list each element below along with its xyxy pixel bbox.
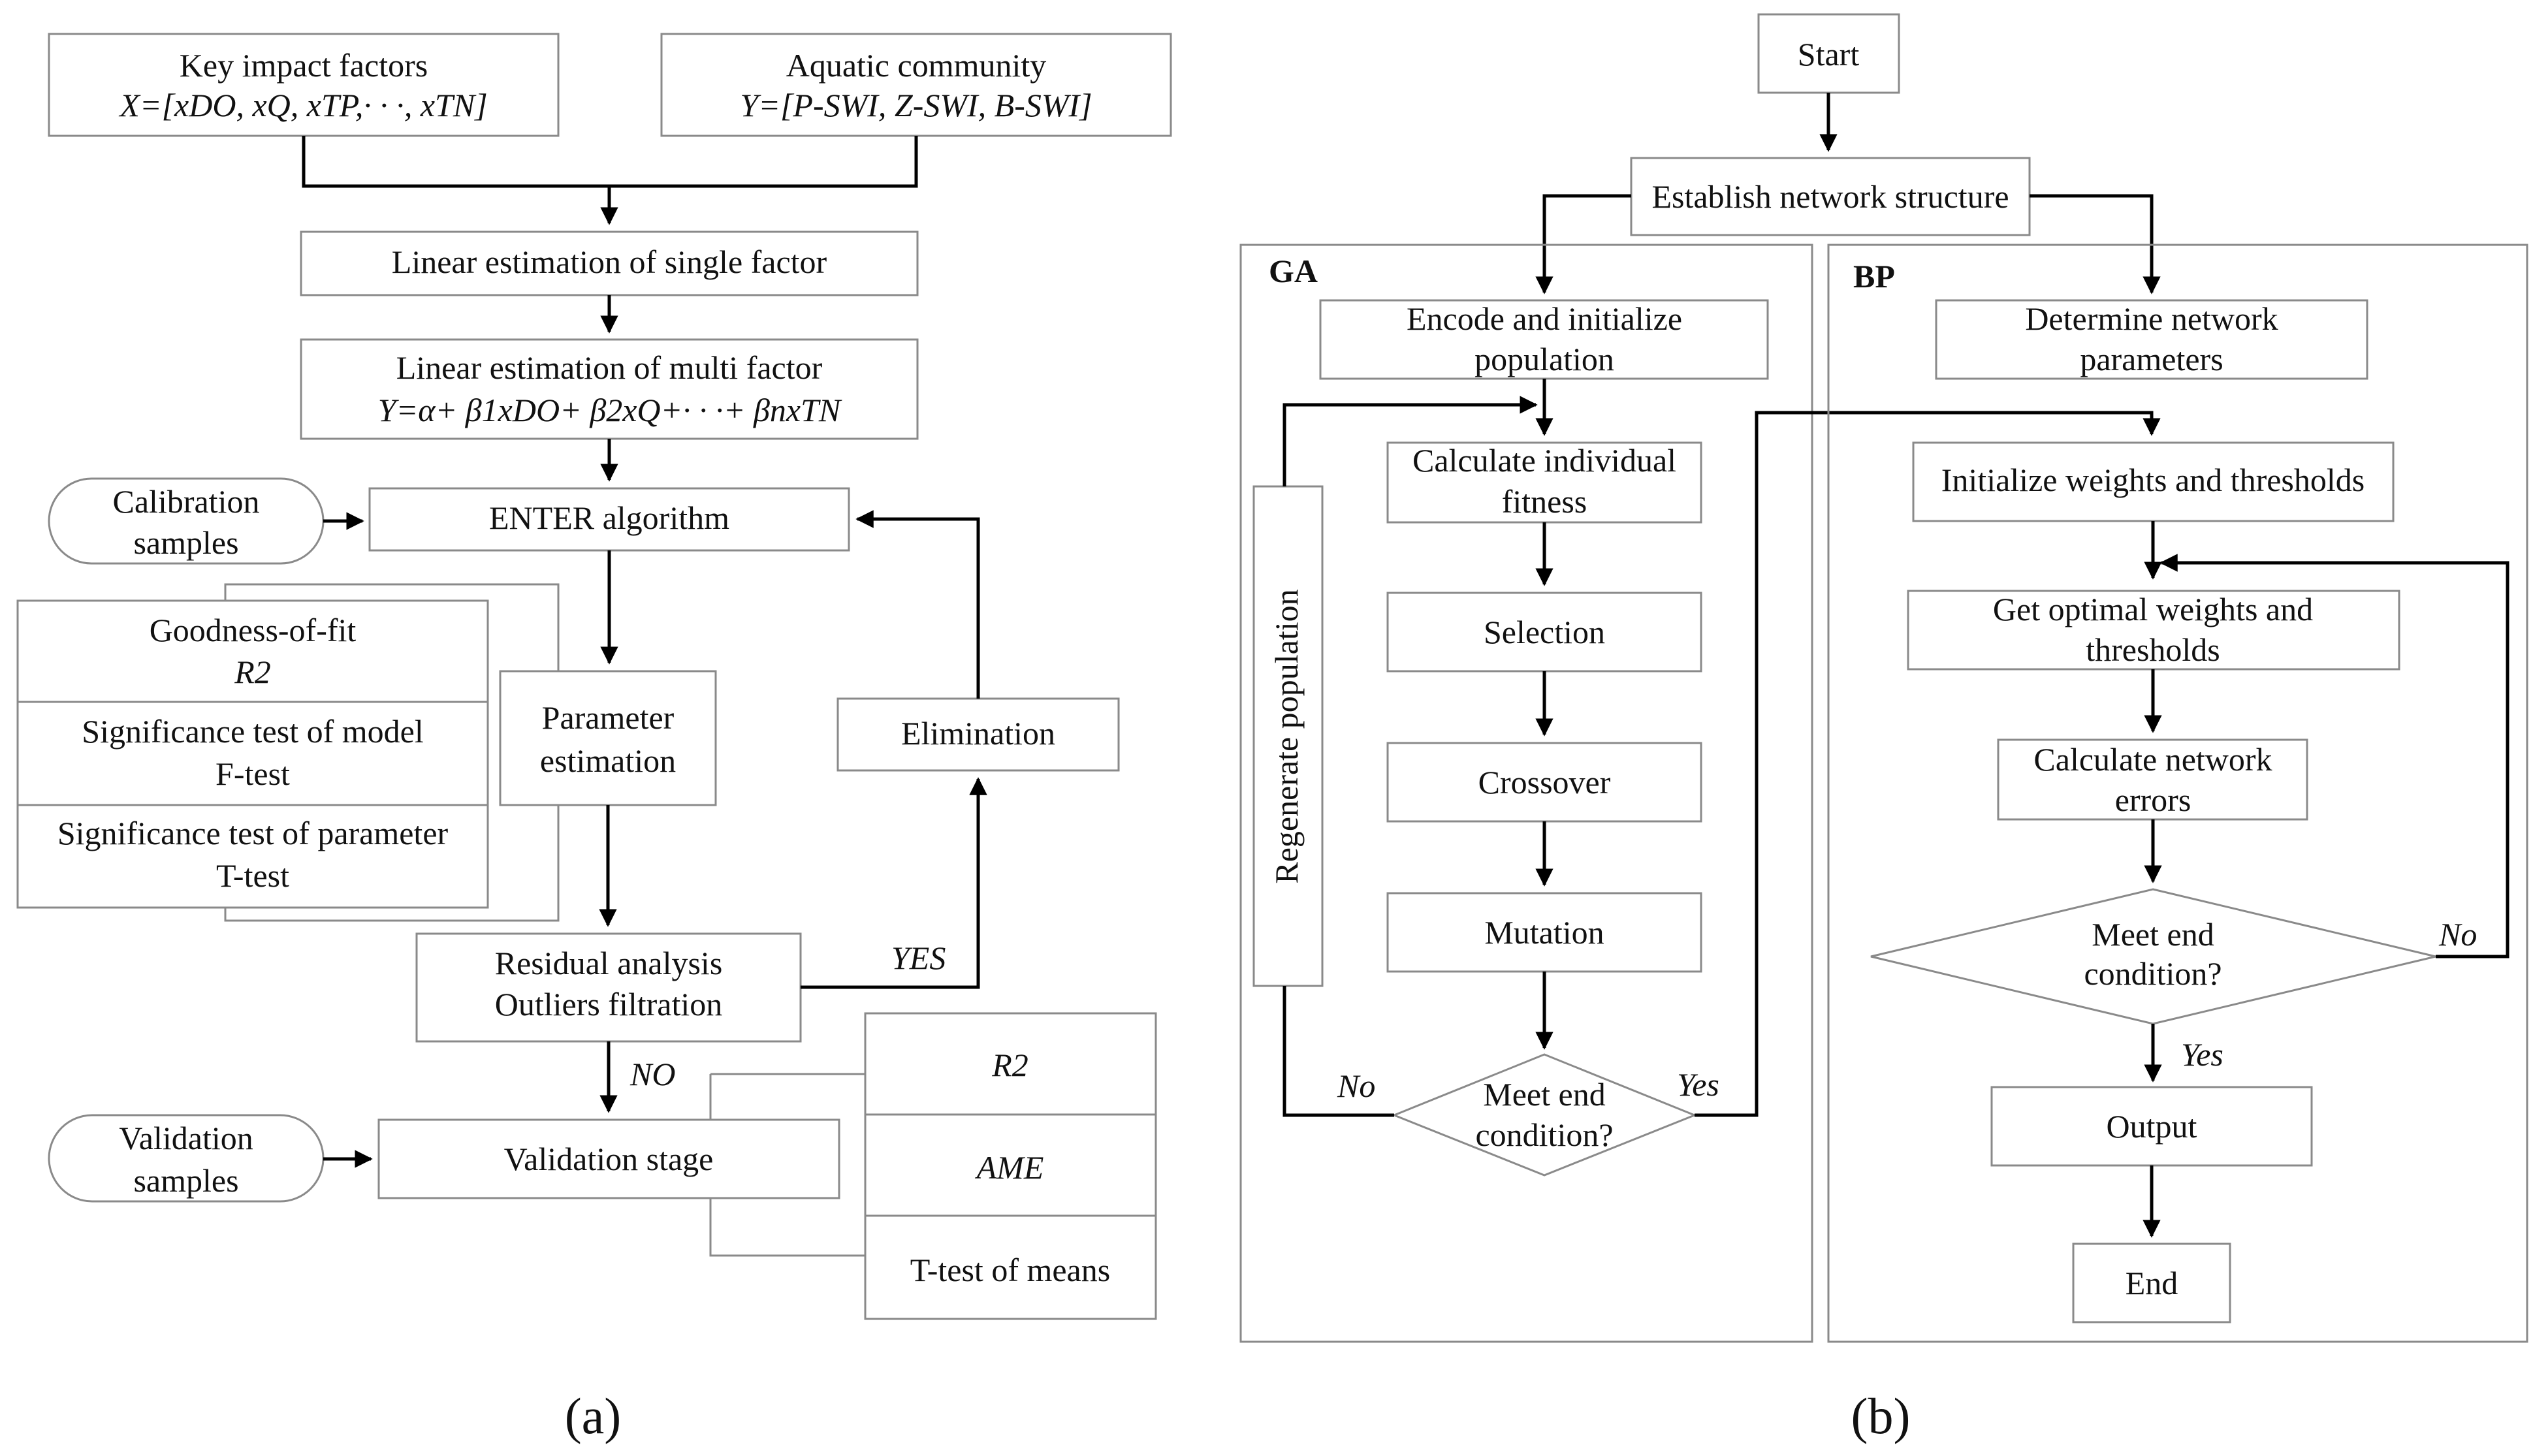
arrow-elimination-to-enter	[855, 510, 980, 699]
caption-a: (a)	[565, 1387, 622, 1444]
sig-model-label: Significance test of model	[82, 713, 423, 750]
initialize-weights-label: Initialize weights and thresholds	[1941, 462, 2365, 498]
key-factors-title: Key impact factors	[180, 47, 428, 84]
enter-algorithm-label: ENTER algorithm	[489, 499, 729, 536]
multi-factor-title: Linear estimation of multi factor	[396, 349, 823, 386]
determine-line2: parameters	[2080, 341, 2223, 377]
calibration-line1: Calibration	[113, 483, 260, 520]
aquatic-title: Aquatic community	[786, 47, 1047, 84]
start-label: Start	[1798, 36, 1860, 72]
bp-decision-line2: condition?	[2084, 955, 2222, 992]
single-factor-label: Linear estimation of single factor	[392, 244, 827, 280]
regenerate-population-box	[1252, 485, 1324, 987]
bp-label: BP	[1853, 258, 1895, 294]
regenerate-label: Regenerate population	[1268, 589, 1305, 883]
crossover-label: Crossover	[1478, 764, 1611, 800]
crossover-box	[1386, 742, 1702, 823]
validation-samples-line2: samples	[133, 1162, 238, 1199]
r2-label: R2	[234, 654, 271, 690]
enter-algorithm-box	[368, 487, 850, 552]
ga-label: GA	[1269, 253, 1318, 289]
metric-ttest-means-label: T-test of means	[910, 1252, 1110, 1288]
ga-no-loop-top	[1282, 396, 1538, 486]
output-label: Output	[2107, 1108, 2197, 1145]
bp-no-label: No	[2438, 916, 2477, 953]
bp-no-loop	[2159, 554, 2509, 958]
validation-stage-label: Validation stage	[504, 1141, 714, 1177]
arrow-to-ga	[1535, 194, 1631, 294]
errors-line2: errors	[2115, 782, 2191, 818]
residual-line1: Residual analysis	[495, 945, 723, 981]
network-errors-box	[1997, 738, 2308, 821]
optimal-weights-box	[1907, 590, 2400, 671]
errors-line1: Calculate network	[2033, 741, 2272, 778]
metric-ame-label: AME	[975, 1149, 1044, 1186]
parameter-line2: estimation	[540, 742, 676, 779]
validation-samples-line1: Validation	[119, 1120, 253, 1156]
establish-label: Establish network structure	[1651, 178, 2009, 215]
panel-b: Start Establish network structure GA Enc…	[1239, 13, 2528, 1444]
sig-param-label: Significance test of parameter	[57, 815, 449, 851]
optimal-line1: Get optimal weights and	[1993, 591, 2313, 627]
panel-a: Key impact factors X=[xDO, xQ, xTP,· · ·…	[16, 33, 1172, 1444]
determine-parameters-box	[1935, 299, 2368, 380]
residual-analysis-box	[415, 932, 802, 1043]
bp-decision-line1: Meet end	[2092, 916, 2214, 953]
bp-yes-label: Yes	[2181, 1036, 2223, 1073]
no-label: NO	[629, 1056, 675, 1092]
residual-line2: Outliers filtration	[495, 986, 723, 1022]
establish-structure-box	[1630, 157, 2031, 236]
encode-line2: population	[1474, 341, 1614, 377]
end-box	[2072, 1242, 2231, 1323]
ftest-label: F-test	[215, 755, 290, 792]
ga-decision-line2: condition?	[1475, 1116, 1613, 1153]
ga-no-loop-bottom	[1282, 986, 1394, 1117]
calibration-line2: samples	[133, 524, 238, 561]
elimination-label: Elimination	[901, 715, 1055, 752]
output-box	[1990, 1086, 2313, 1167]
ga-decision-line1: Meet end	[1483, 1076, 1605, 1113]
caption-b: (b)	[1851, 1387, 1911, 1444]
key-factors-vector: X=[xDO, xQ, xTP,· · ·, xTN]	[118, 87, 487, 123]
yes-label: YES	[891, 940, 946, 976]
key-impact-factors-box	[48, 33, 560, 137]
fitness-line1: Calculate individual	[1412, 442, 1676, 479]
selection-label: Selection	[1484, 614, 1605, 650]
arrow-yes-to-elimination	[801, 777, 987, 989]
aquatic-vector: Y=[P-SWI, Z-SWI, B-SWI]	[740, 87, 1092, 123]
bp-frame	[1827, 244, 2528, 1343]
encode-box	[1319, 299, 1769, 380]
merge-connector	[302, 136, 918, 188]
initialize-weights-box	[1912, 441, 2395, 522]
mutation-box	[1386, 892, 1702, 973]
optimal-line2: thresholds	[2086, 631, 2220, 668]
end-label: End	[2126, 1265, 2178, 1301]
ga-decision-diamond	[1391, 1053, 1698, 1177]
start-box	[1757, 13, 1900, 94]
multi-factor-box	[300, 338, 919, 440]
ga-no-label: No	[1337, 1068, 1375, 1104]
ga-yes-to-bp	[1695, 411, 2161, 1117]
ttest-label: T-test	[216, 857, 289, 894]
validation-stage-box	[377, 1118, 840, 1199]
metric-r2-label: R2	[991, 1047, 1028, 1083]
goodness-of-fit-label: Goodness-of-fit	[150, 612, 357, 648]
selection-box	[1386, 592, 1702, 673]
aquatic-community-box	[660, 33, 1172, 137]
fitness-line2: fitness	[1502, 483, 1587, 520]
ga-yes-label: Yes	[1677, 1066, 1719, 1103]
mutation-label: Mutation	[1484, 914, 1604, 951]
tests-table	[16, 599, 489, 909]
determine-line1: Determine network	[2025, 300, 2278, 337]
parameter-estimation-box	[499, 670, 717, 806]
parameter-line1: Parameter	[542, 699, 675, 736]
ga-frame	[1239, 244, 1813, 1343]
metrics-table	[864, 1012, 1157, 1320]
arrow-to-bp	[2030, 194, 2161, 294]
encode-line1: Encode and initialize	[1407, 300, 1682, 337]
multi-factor-equation: Y=α+ β1xDO+ β2xQ+· · ·+ βnxTN	[378, 392, 842, 428]
fitness-box	[1386, 441, 1702, 524]
